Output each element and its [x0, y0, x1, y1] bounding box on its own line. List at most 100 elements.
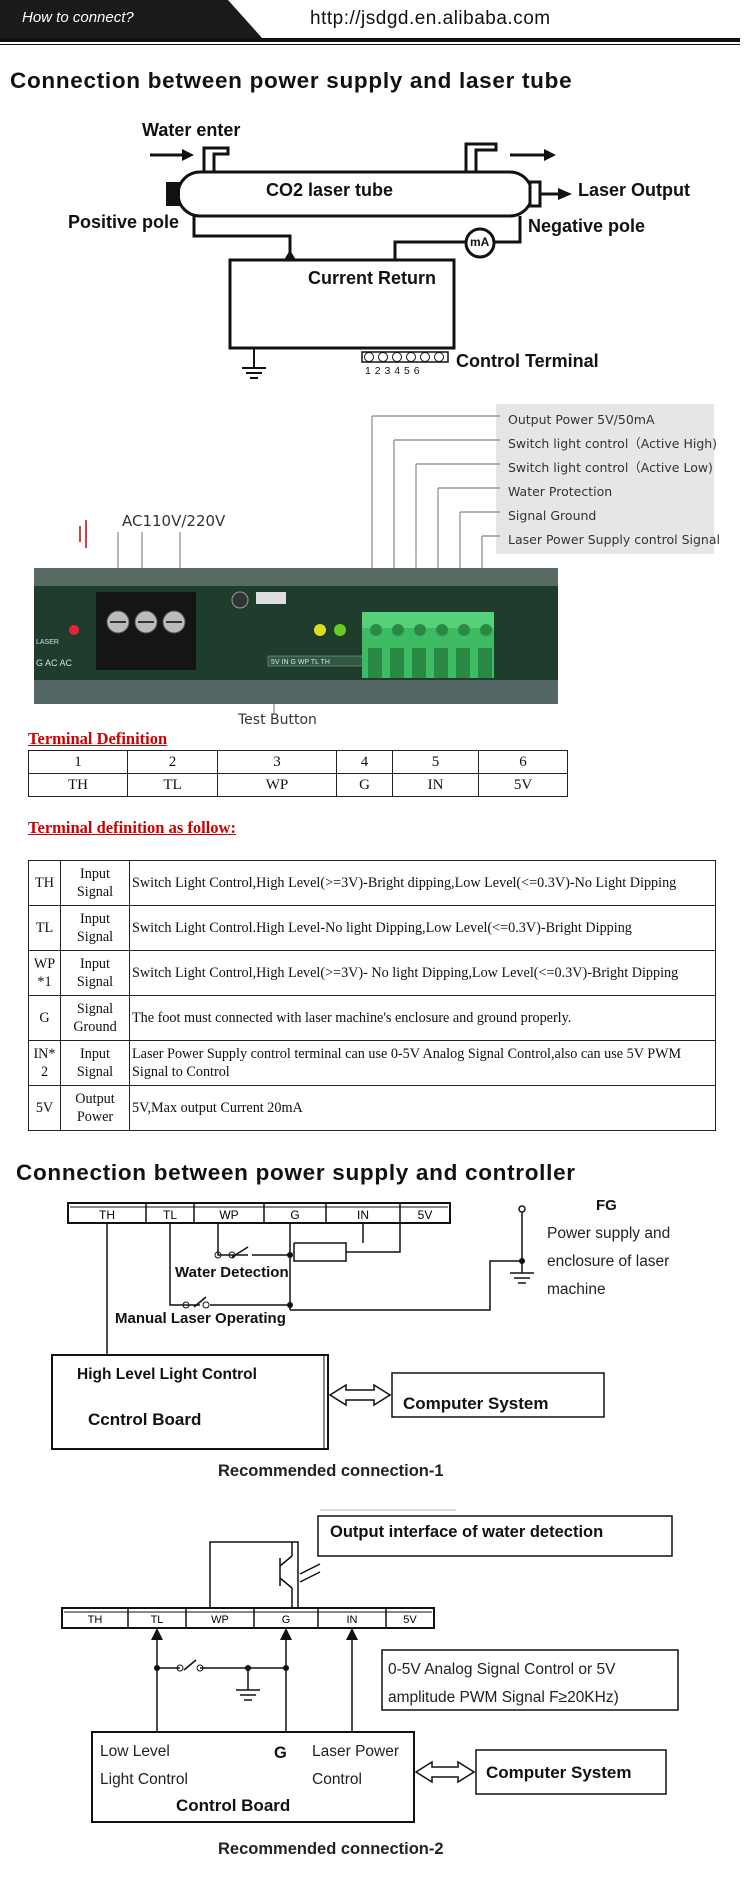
- table-row: TH Input Signal Switch Light Control,Hig…: [28, 860, 716, 906]
- table-cell-desc: Switch Light Control,High Level(>=3V)- N…: [129, 950, 716, 996]
- laser-power-line: Control: [312, 1771, 362, 1788]
- switch-contact-3: [182, 1301, 190, 1309]
- ac-symbol: [79, 520, 87, 548]
- laser-tube-diagram: [150, 142, 572, 379]
- ac-terminal-block: [96, 592, 196, 670]
- table-cell-code: G: [28, 995, 61, 1041]
- tube-left-cap: [166, 182, 180, 206]
- junction-dot-2: [287, 1302, 293, 1308]
- table-cell-type: Input Signal: [60, 905, 130, 951]
- return-wire: [393, 240, 466, 260]
- terminal-th: TH: [99, 1208, 115, 1222]
- board-label-1: Output Power 5V/50mA: [508, 412, 655, 427]
- table-cell: 6: [478, 750, 568, 774]
- water-inlet-pipe: [202, 146, 230, 172]
- header-url[interactable]: http://jsdgd.en.alibaba.com: [310, 8, 551, 29]
- switch-contact-2: [228, 1251, 236, 1259]
- table-row: TL Input Signal Switch Light Control.Hig…: [28, 905, 716, 951]
- junction2-dot-3: [283, 1665, 289, 1671]
- computer-system-box-2: [475, 1749, 667, 1795]
- computer-system-label-1: Computer System: [403, 1394, 549, 1413]
- laser-power-line: Laser Power: [312, 1743, 400, 1760]
- arrowhead-tl: [151, 1628, 163, 1640]
- tube-label: CO2 laser tube: [266, 180, 394, 200]
- terminal-g: G: [290, 1208, 299, 1222]
- current-return-label: Current Return: [308, 268, 437, 288]
- wiring-1: [106, 1223, 522, 1355]
- arrowhead-in: [346, 1628, 358, 1640]
- junction-dot-1: [287, 1252, 293, 1258]
- laser-output-arrowhead: [558, 188, 572, 200]
- table-cell: 5V: [478, 773, 568, 797]
- terminal2-tl: TL: [151, 1614, 164, 1626]
- table-cell: IN: [392, 773, 479, 797]
- table-row: IN* 2 Input Signal Laser Power Supply co…: [28, 1040, 716, 1086]
- switch-contact-4: [202, 1301, 210, 1309]
- positive-terminal: [284, 250, 296, 260]
- terminal-strip-1: [67, 1202, 451, 1224]
- table-cell: TL: [127, 773, 218, 797]
- table-cell: 1: [28, 750, 128, 774]
- table-cell-type: Output Power: [60, 1085, 130, 1131]
- terminal2-g: G: [282, 1614, 291, 1626]
- negative-wire: [493, 216, 522, 244]
- board-label-2: Switch light control（Active High): [508, 436, 718, 451]
- power-supply-box: [228, 258, 456, 350]
- manual-laser-label: Manual Laser Operating: [115, 1310, 286, 1327]
- ac-label: AC110V/220V: [122, 512, 226, 530]
- table-cell-code: TL: [28, 905, 61, 951]
- table-cell-type: Signal Ground: [60, 995, 130, 1041]
- optocoupler-symbol: [279, 1542, 321, 1608]
- control-board-box-1: [51, 1354, 329, 1450]
- table-cell: WP: [217, 773, 337, 797]
- terminal-definition-title: Terminal Definition: [28, 729, 168, 748]
- fg-label: FG: [596, 1197, 617, 1214]
- controller-connection-diagram-2: TH TL WP G IN 5V: [61, 1509, 679, 1823]
- fg-desc-line: enclosure of laser: [547, 1253, 670, 1270]
- section1-title: Connection between power supply and lase…: [10, 68, 573, 93]
- table-cell-desc: 5V,Max output Current 20mA: [129, 1085, 716, 1131]
- arrowhead-g: [280, 1628, 292, 1640]
- tube-right-cap: [528, 180, 542, 208]
- table-cell: 5: [392, 750, 479, 774]
- output-interface-box: [317, 1515, 673, 1557]
- terminal-strip-2: [61, 1607, 435, 1629]
- table-cell: G: [336, 773, 393, 797]
- wiring-2: [156, 1638, 353, 1732]
- table-cell: 4: [336, 750, 393, 774]
- switch-contact-1: [214, 1251, 222, 1259]
- fg-desc-line: machine: [547, 1281, 606, 1298]
- section2-title: Connection between power supply and cont…: [16, 1160, 576, 1185]
- caption-connection-1: Recommended connection-1: [218, 1462, 444, 1480]
- control-board-label-1: Ccntrol Board: [88, 1410, 202, 1429]
- analog-signal-box: [381, 1649, 679, 1711]
- bidirectional-arrow-2: [414, 1760, 476, 1784]
- analog-line: 0-5V Analog Signal Control or 5V: [388, 1661, 616, 1678]
- water-out-arrowhead: [544, 149, 556, 161]
- table-row: WP *1 Input Signal Switch Light Control,…: [28, 950, 716, 996]
- negative-pole-label: Negative pole: [528, 216, 646, 236]
- table-cell-desc: Switch Light Control.High Level-No light…: [129, 905, 716, 951]
- table-cell-code: WP *1: [28, 950, 61, 996]
- high-level-label: High Level Light Control: [77, 1366, 257, 1383]
- terminal-tl: TL: [163, 1208, 177, 1222]
- board-label-4: Water Protection: [508, 484, 613, 499]
- laser-output-label: Laser Output: [578, 180, 691, 200]
- low-level-line: Low Level: [100, 1743, 170, 1760]
- table-cell-desc: Switch Light Control,High Level(>=3V)-Br…: [129, 860, 716, 906]
- table-cell-type: Input Signal: [60, 950, 130, 996]
- pcb-fuse: [256, 592, 286, 604]
- pcb-silk-laser: LASER: [36, 639, 59, 646]
- positive-wire: [192, 216, 292, 260]
- table-cell: 2: [127, 750, 218, 774]
- test-button-label: Test Button: [238, 712, 317, 728]
- board-label-5: Signal Ground: [508, 508, 597, 523]
- table-row: 1 2 3 4 5 6: [28, 750, 568, 774]
- bidirectional-arrow-1: [328, 1383, 392, 1407]
- caption-connection-2: Recommended connection-2: [218, 1840, 444, 1858]
- computer-system-label-2: Computer System: [486, 1763, 632, 1782]
- table-cell-desc: Laser Power Supply control terminal can …: [129, 1040, 716, 1086]
- terminal-strip-2-dividers: [127, 1608, 387, 1628]
- control-terminal-label: Control Terminal: [456, 351, 599, 371]
- pcb-pin-labels: 5V IN G WP TL TH: [271, 659, 330, 666]
